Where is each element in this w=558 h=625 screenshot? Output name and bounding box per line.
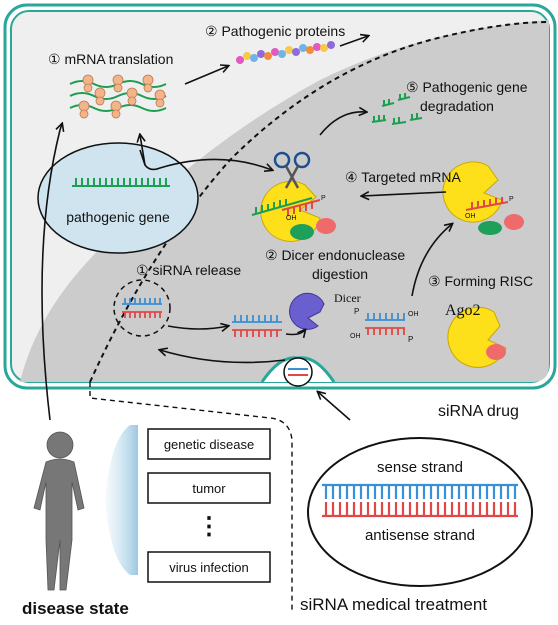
nucleus-boundary [89, 21, 550, 383]
diced-sirna: P OH OH P [350, 307, 419, 344]
process-arrows [41, 36, 452, 421]
gene-degradation-label-1: ⑤ Pathogenic gene [406, 79, 528, 95]
sirna-release-vesicle [113, 279, 171, 337]
sirna-drug-structure: sense strand antisense strand [307, 437, 533, 587]
diced-oh-bottom: OH [350, 333, 361, 340]
sense-strand-label: sense strand [377, 459, 463, 476]
dicer-digestion-label-2: digestion [312, 266, 368, 282]
diced-p-bottom: P [408, 335, 413, 344]
targeted-mrna-label: ④ Targeted mRNA [345, 169, 461, 185]
sense-strand [322, 483, 518, 499]
antisense-strand [322, 502, 518, 518]
sirna-drug-label: siRNA drug [438, 403, 519, 420]
disease-box-virus [147, 551, 271, 583]
disease-box-tumor [147, 472, 271, 504]
pathogenic-gene-strand [72, 178, 170, 187]
dicer-enzyme: Dicer [289, 291, 361, 330]
cleavage-p-label: P [321, 195, 326, 202]
diced-oh-top: OH [408, 311, 419, 318]
drug-vesicle [283, 357, 313, 387]
risc-with-target: OH P [442, 161, 524, 235]
pathogenic-proteins-label: ② Pathogenic proteins [205, 23, 345, 39]
scissors-icon [273, 151, 311, 189]
pathogenic-proteins-chain [236, 41, 335, 64]
risc-oh-label: OH [465, 213, 476, 220]
gene-degradation-label-2: degradation [420, 98, 494, 114]
ago2-label: Ago2 [445, 302, 481, 319]
disease-genetic-label: genetic disease [164, 437, 254, 452]
risc-p-label: P [509, 196, 514, 203]
released-sirna-duplex [232, 315, 282, 337]
pathogenic-gene-nucleus: pathogenic gene [37, 142, 199, 254]
dicer-digestion-label-1: ② Dicer endonuclease [265, 247, 405, 263]
sirna-treatment-label: siRNA medical treatment [300, 595, 487, 614]
forming-risc-label: ③ Forming RISC [428, 273, 533, 289]
sirna-release-label: ① siRNA release [136, 262, 241, 278]
cleavage-complex: OH P [251, 151, 336, 242]
diced-p-top: P [354, 307, 359, 316]
disease-tumor-label: tumor [192, 481, 226, 496]
mrna-translation-label: ① mRNA translation [48, 51, 173, 67]
ago2-protein: Ago2 [445, 302, 507, 368]
disease-brace [105, 425, 138, 575]
mrna-translation-graphic [69, 74, 167, 119]
disease-state-label: disease state [22, 599, 129, 618]
pathogenic-gene-label: pathogenic gene [66, 209, 170, 225]
gene-degradation-fragments [371, 93, 423, 125]
antisense-strand-label: antisense strand [365, 527, 475, 544]
dicer-label: Dicer [334, 291, 361, 305]
disease-ellipsis: ⋮ [197, 513, 221, 540]
cleavage-oh-label: OH [286, 215, 297, 222]
disease-list: genetic disease tumor ⋮ virus infection [147, 428, 271, 583]
human-silhouette-icon [33, 431, 85, 591]
disease-virus-label: virus infection [169, 560, 248, 575]
disease-box-genetic [147, 428, 271, 460]
